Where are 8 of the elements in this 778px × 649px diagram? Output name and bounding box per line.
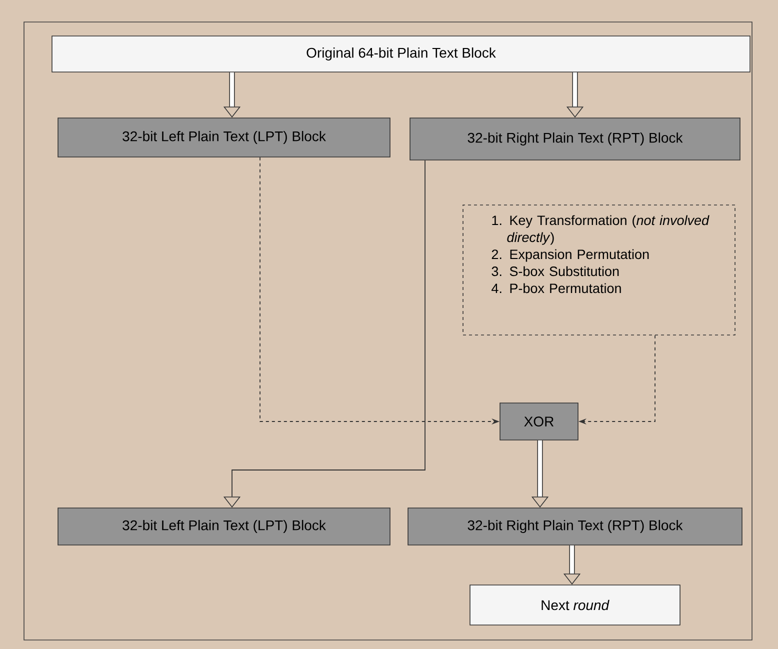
process-box: XOR [500, 402, 578, 440]
text-box: Next round [470, 584, 680, 626]
steps-box: 1. Key Transformation (not involved directly) 2. Expansion Permutation 3. S-box Substitution 4. P-box Permutation [462, 204, 736, 336]
process-box: 32-bit Left Plain Text (LPT) Block [58, 118, 390, 158]
process-box: 32-bit Left Plain Text (LPT) Block [58, 508, 390, 546]
text-box: Original 64-bit Plain Text Block [52, 36, 750, 72]
process-box: 32-bit Right Plain Text (RPT) Block [410, 118, 740, 160]
process-box: 32-bit Right Plain Text (RPT) Block [408, 508, 742, 546]
